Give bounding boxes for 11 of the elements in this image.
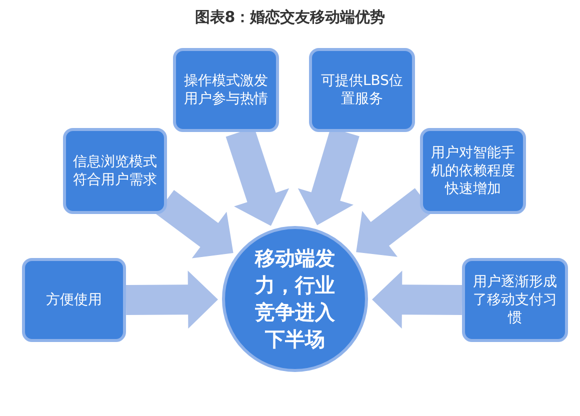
title: 图表8：婚恋交友移动端优势 [194,8,386,27]
advantage-box: 用户逐渐形成了移动支付习惯 [462,258,568,342]
advantage-box: 可提供LBS位置服务 [309,48,415,132]
center-circle: 移动端发力，行业竞争进入下半场 [222,226,368,372]
advantage-box: 方便使用 [22,258,126,342]
block-arrow [126,270,218,329]
advantage-box: 用户对智能手机的依赖程度快速增加 [420,128,526,214]
advantage-box: 操作模式激发用户参与热情 [173,48,279,132]
block-arrow [156,190,234,258]
advantage-box: 信息浏览模式符合用户需求 [63,128,167,214]
block-arrow [372,270,462,329]
